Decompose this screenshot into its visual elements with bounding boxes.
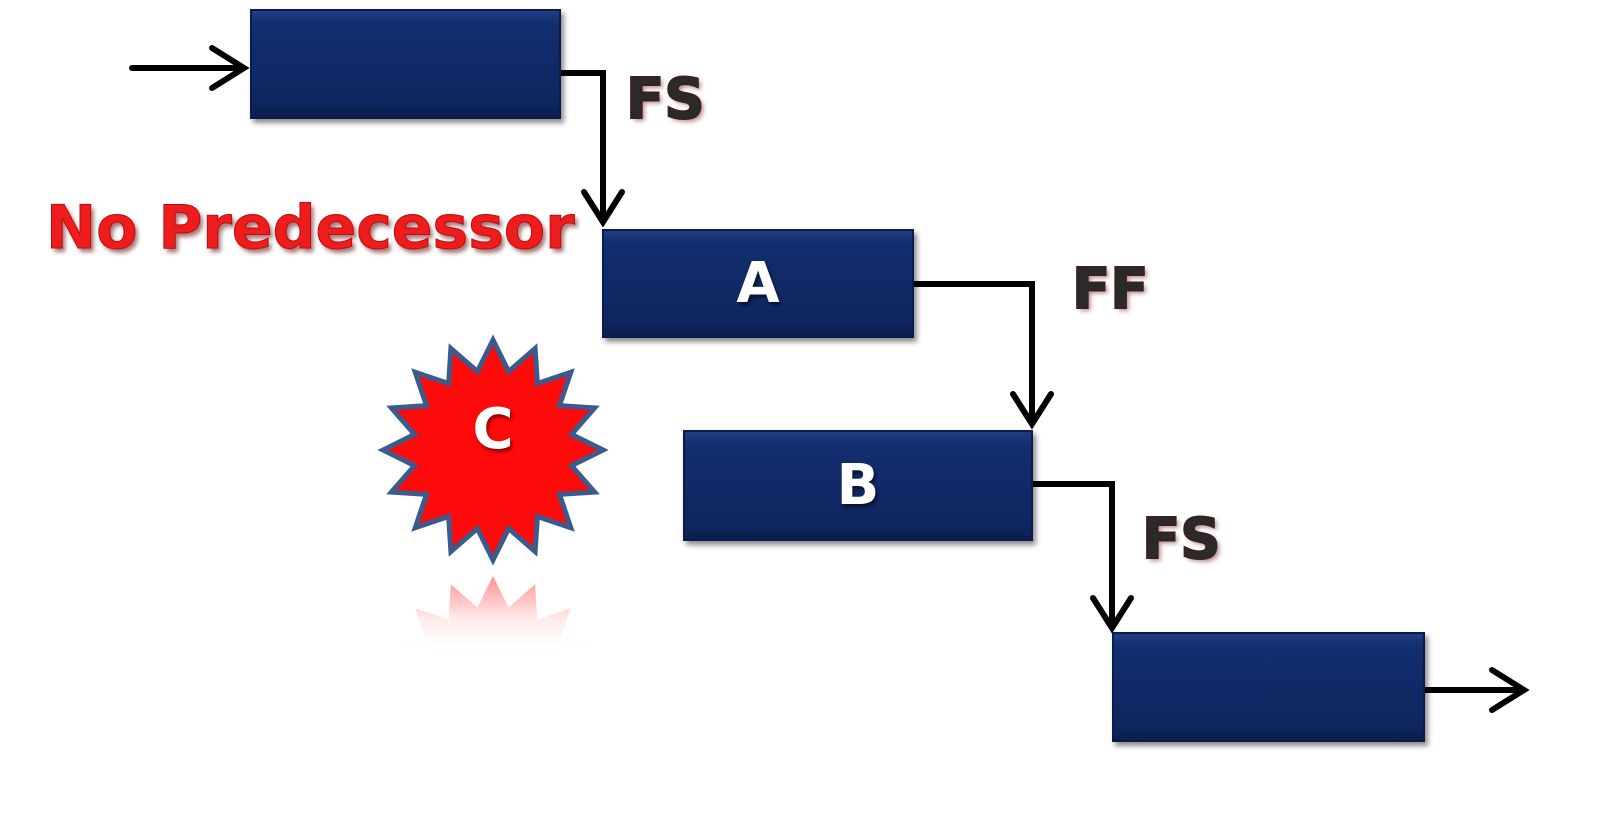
- starburst-main: [378, 334, 608, 566]
- starburst-shape: [378, 334, 608, 648]
- task-a-box: A: [602, 229, 914, 338]
- incoming-arrow: [129, 45, 250, 91]
- outgoing-arrow: [1409, 667, 1530, 713]
- connector-start-to-a: [554, 70, 625, 228]
- relationship-label-start-to-a: FS: [625, 67, 706, 132]
- relationship-label-a-to-b: FF: [1071, 257, 1150, 322]
- task-a-label: A: [736, 250, 780, 316]
- task-b-box: B: [683, 430, 1033, 541]
- starburst-reflection: [383, 576, 603, 648]
- start-task-box: [250, 9, 561, 119]
- no-predecessor-annotation: No Predecessor: [46, 193, 576, 263]
- relationship-label-b-to-end: FS: [1141, 507, 1222, 572]
- end-task-box: [1112, 632, 1425, 742]
- task-b-label: B: [836, 452, 880, 518]
- task-c-label: C: [472, 397, 514, 462]
- connector-a-to-b: [909, 281, 1054, 430]
- connector-b-to-end: [1027, 481, 1134, 634]
